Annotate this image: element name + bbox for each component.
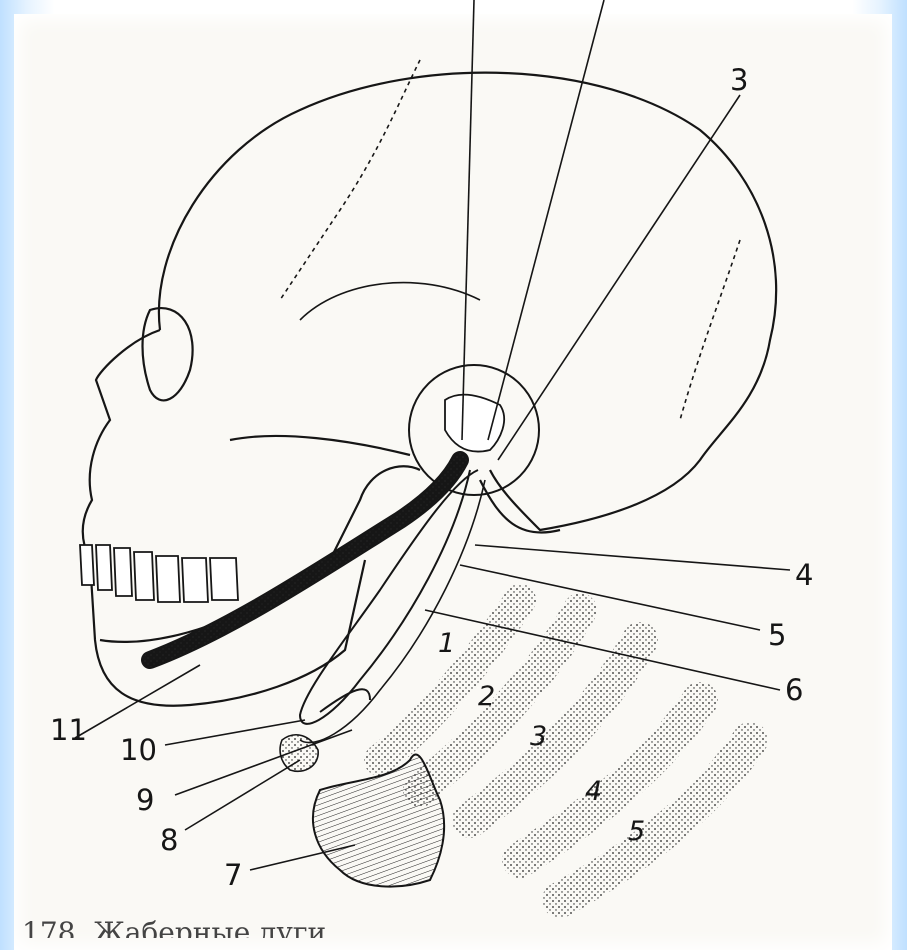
mastoid-region <box>480 480 560 533</box>
label-11: 11 <box>50 713 87 747</box>
label-7: 7 <box>224 858 242 892</box>
arch-label-2: 2 <box>478 681 495 712</box>
zygomatic-arch <box>230 436 410 455</box>
orbit <box>143 308 193 400</box>
arch-label-3: 3 <box>530 721 547 752</box>
temporal-squama <box>300 283 480 320</box>
label-3: 3 <box>730 63 748 97</box>
suture-lambdoid <box>680 240 740 420</box>
auditory-ossicles <box>445 395 504 452</box>
label-8: 8 <box>160 823 178 857</box>
label-5: 5 <box>768 618 786 652</box>
arch-label-5: 5 <box>628 816 645 847</box>
label-4: 4 <box>795 558 813 592</box>
face-outline <box>83 330 365 706</box>
arch-label-1: 1 <box>438 628 455 659</box>
arch-label-4: 4 <box>585 776 602 807</box>
stylohyoid-tip <box>280 735 318 772</box>
label-6: 6 <box>785 673 803 707</box>
teeth <box>80 545 238 602</box>
label-9: 9 <box>136 783 154 817</box>
label-10: 10 <box>120 733 157 767</box>
suture-coronal <box>280 60 420 300</box>
